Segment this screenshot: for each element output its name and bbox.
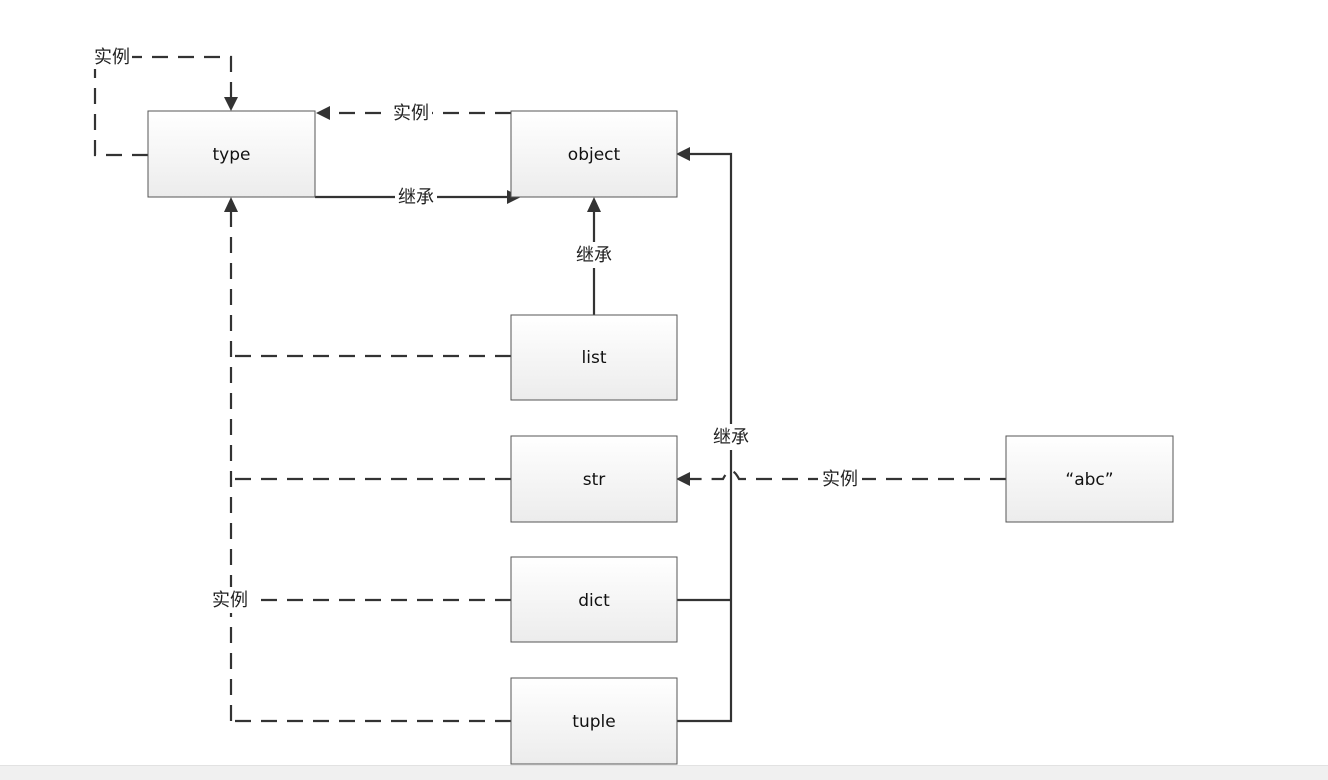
edge-label-instance-loop: 实例 [92, 45, 132, 69]
svg-text:list: list [582, 348, 607, 368]
edge-label-instance-abc: 实例 [818, 466, 862, 492]
edge-label-inherit-list: 继承 [572, 242, 616, 268]
svg-text:实例: 实例 [393, 103, 429, 124]
svg-text:继承: 继承 [713, 427, 749, 448]
node-object: object [510, 110, 678, 198]
node-type: type [147, 110, 316, 198]
svg-text:继承: 继承 [576, 245, 612, 266]
edge-abc-instance-of-str [676, 469, 1006, 486]
edge-builtins-instance-of-type [224, 197, 511, 723]
edge-label-instance-dict: 实例 [207, 587, 253, 613]
svg-text:“abc”: “abc” [1065, 470, 1113, 490]
svg-text:object: object [568, 145, 621, 165]
svg-text:str: str [583, 470, 606, 490]
svg-text:继承: 继承 [398, 187, 434, 208]
edge-label-instance-object: 实例 [390, 100, 432, 126]
node-tuple: tuple [510, 677, 678, 765]
node-dict: dict [510, 556, 678, 643]
svg-text:type: type [213, 145, 251, 165]
edge-type-instance-of-type [93, 55, 238, 157]
edge-label-inherit-type: 继承 [395, 184, 437, 210]
bottom-strip [0, 765, 1328, 780]
svg-text:实例: 实例 [212, 590, 248, 611]
svg-text:实例: 实例 [94, 47, 130, 68]
svg-text:dict: dict [578, 591, 610, 611]
node-list: list [510, 314, 678, 401]
node-abc: “abc” [1005, 435, 1174, 523]
svg-text:实例: 实例 [822, 469, 858, 490]
svg-text:tuple: tuple [572, 712, 615, 732]
edge-label-inherit-trunk: 继承 [709, 424, 753, 450]
node-str: str [510, 435, 678, 523]
